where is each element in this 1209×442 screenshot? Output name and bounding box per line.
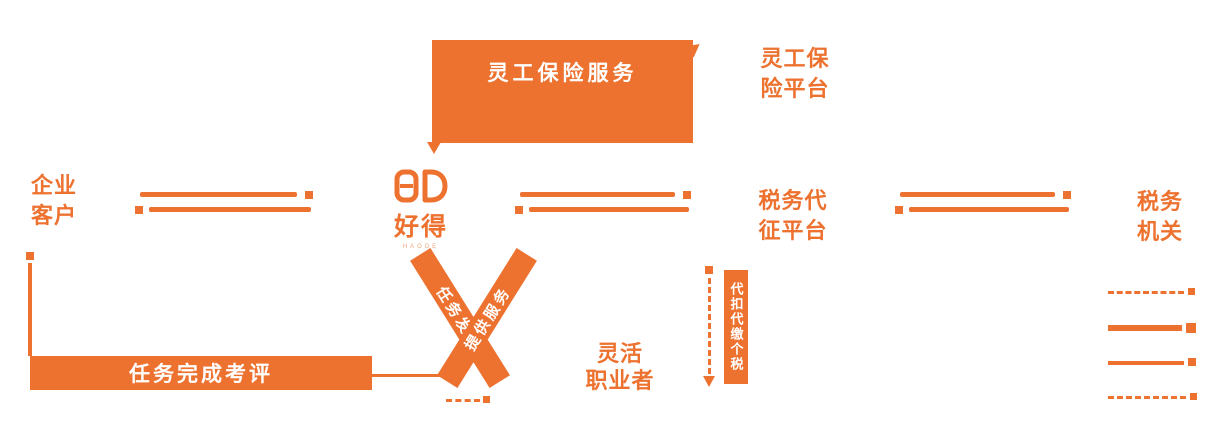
node-enterprise: 企业 客户 [24,171,84,231]
platform-logo: 好得 HAODE [385,168,457,250]
flow-endpoint-icon [483,396,490,403]
tax-agent-line2: 征平台 [758,218,828,243]
flow-line-dashed-vertical [708,278,711,374]
logo-subtitle: HAODE [402,244,440,250]
flow-line [529,207,689,212]
tax-authority-line1: 税务 [1136,189,1183,214]
insurance-service-label: 灵工保险服务 [487,61,638,85]
flow-endpoint-icon [1190,393,1197,400]
node-tax-agent-platform: 税务代 征平台 [748,186,838,246]
flow-line-dashed [1108,396,1186,399]
arrow-down-icon [703,376,715,387]
logo-mark-icon [394,169,448,203]
withholding-bar: 代扣代缴个税 [724,270,748,384]
flow-line [520,192,675,197]
flow-endpoint-icon [305,191,313,199]
workers-line1: 灵活 [596,341,643,366]
enterprise-line1: 企业 [30,173,77,198]
flow-endpoint-icon [26,252,34,260]
flow-taxagent-authority [895,191,1071,215]
flow-platform-taxagent [515,191,691,215]
flow-endpoint-icon [1063,191,1071,199]
flow-endpoint-icon [1186,323,1196,333]
flow-line [909,207,1069,212]
flow-endpoint-icon [895,206,903,214]
workers-line2: 职业者 [585,368,655,393]
flow-line [1108,325,1182,331]
arrow-box-down-icon [427,142,441,154]
insurance-platform-line1: 灵工保 [760,46,830,71]
logo-name: 好得 [393,213,448,241]
flow-endpoint-icon [135,206,143,214]
flow-line [1108,361,1184,365]
tax-authority-line2: 机关 [1136,219,1183,244]
node-tax-authority: 税务 机关 [1128,187,1192,247]
enterprise-line2: 客户 [30,203,77,228]
flow-line-vertical [28,263,32,356]
flow-line-dashed [446,399,480,402]
node-insurance-platform: 灵工保 险平台 [752,44,838,104]
flow-line [149,207,311,212]
evaluation-box: 任务完成考评 [30,356,372,390]
tax-agent-line1: 税务代 [758,188,828,213]
flow-endpoint-icon [1188,358,1196,366]
node-flexible-workers: 灵活 职业者 [580,340,660,394]
flow-line [900,192,1055,197]
flow-endpoint-icon [705,266,713,274]
insurance-service-box: 灵工保险服务 [432,40,693,143]
evaluation-label: 任务完成考评 [129,363,273,386]
flow-enterprise-platform [135,191,313,215]
insurance-platform-line2: 险平台 [760,76,830,101]
flow-line [140,192,297,197]
flow-endpoint-icon [1188,288,1195,295]
flow-endpoint-icon [515,206,523,214]
flow-line [372,374,458,377]
flow-line-dashed [1108,291,1184,294]
flow-endpoint-icon [683,191,691,199]
withholding-label: 代扣代缴个税 [728,282,744,372]
